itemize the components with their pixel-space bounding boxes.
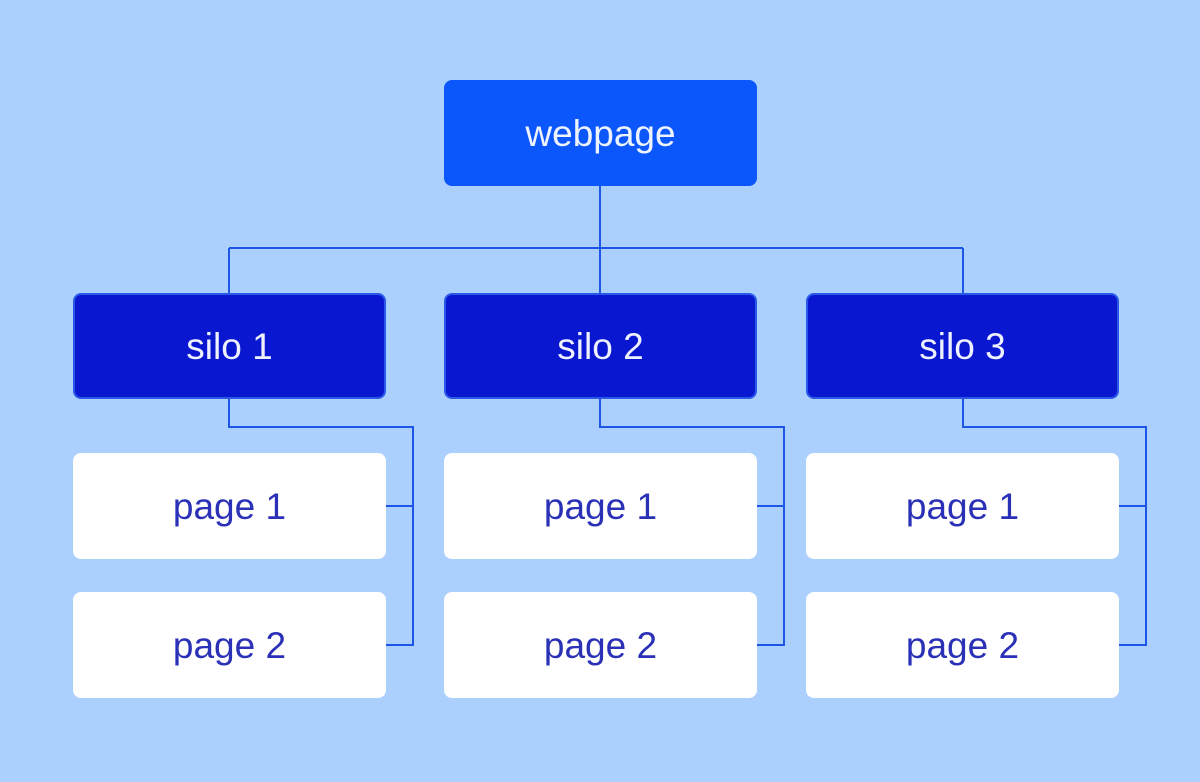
page-node-label: page 1 bbox=[543, 485, 658, 527]
page-node-label: page 1 bbox=[172, 485, 287, 527]
silo-node-1: silo 1 bbox=[73, 293, 386, 399]
root-node-webpage: webpage bbox=[444, 80, 757, 186]
silo-3-page-2: page 2 bbox=[806, 592, 1119, 698]
silo-1-page-2: page 2 bbox=[73, 592, 386, 698]
silo-2-page-1: page 1 bbox=[444, 453, 757, 559]
page-node-label: page 1 bbox=[905, 485, 1020, 527]
page-node-label: page 2 bbox=[172, 624, 287, 666]
silo-3-page-1: page 1 bbox=[806, 453, 1119, 559]
root-connector bbox=[228, 186, 964, 293]
silo-1-connector bbox=[228, 399, 414, 646]
silo-2-page-2: page 2 bbox=[444, 592, 757, 698]
root-node-label: webpage bbox=[525, 112, 676, 154]
silo-2-connector bbox=[599, 399, 785, 646]
silo-3-connector bbox=[962, 399, 1147, 646]
silo-node-2: silo 2 bbox=[444, 293, 757, 399]
silo-node-label: silo 3 bbox=[919, 325, 1006, 367]
page-node-label: page 2 bbox=[905, 624, 1020, 666]
silo-node-3: silo 3 bbox=[806, 293, 1119, 399]
silo-1-page-1: page 1 bbox=[73, 453, 386, 559]
silo-node-label: silo 1 bbox=[186, 325, 273, 367]
silo-node-label: silo 2 bbox=[557, 325, 644, 367]
page-node-label: page 2 bbox=[543, 624, 658, 666]
